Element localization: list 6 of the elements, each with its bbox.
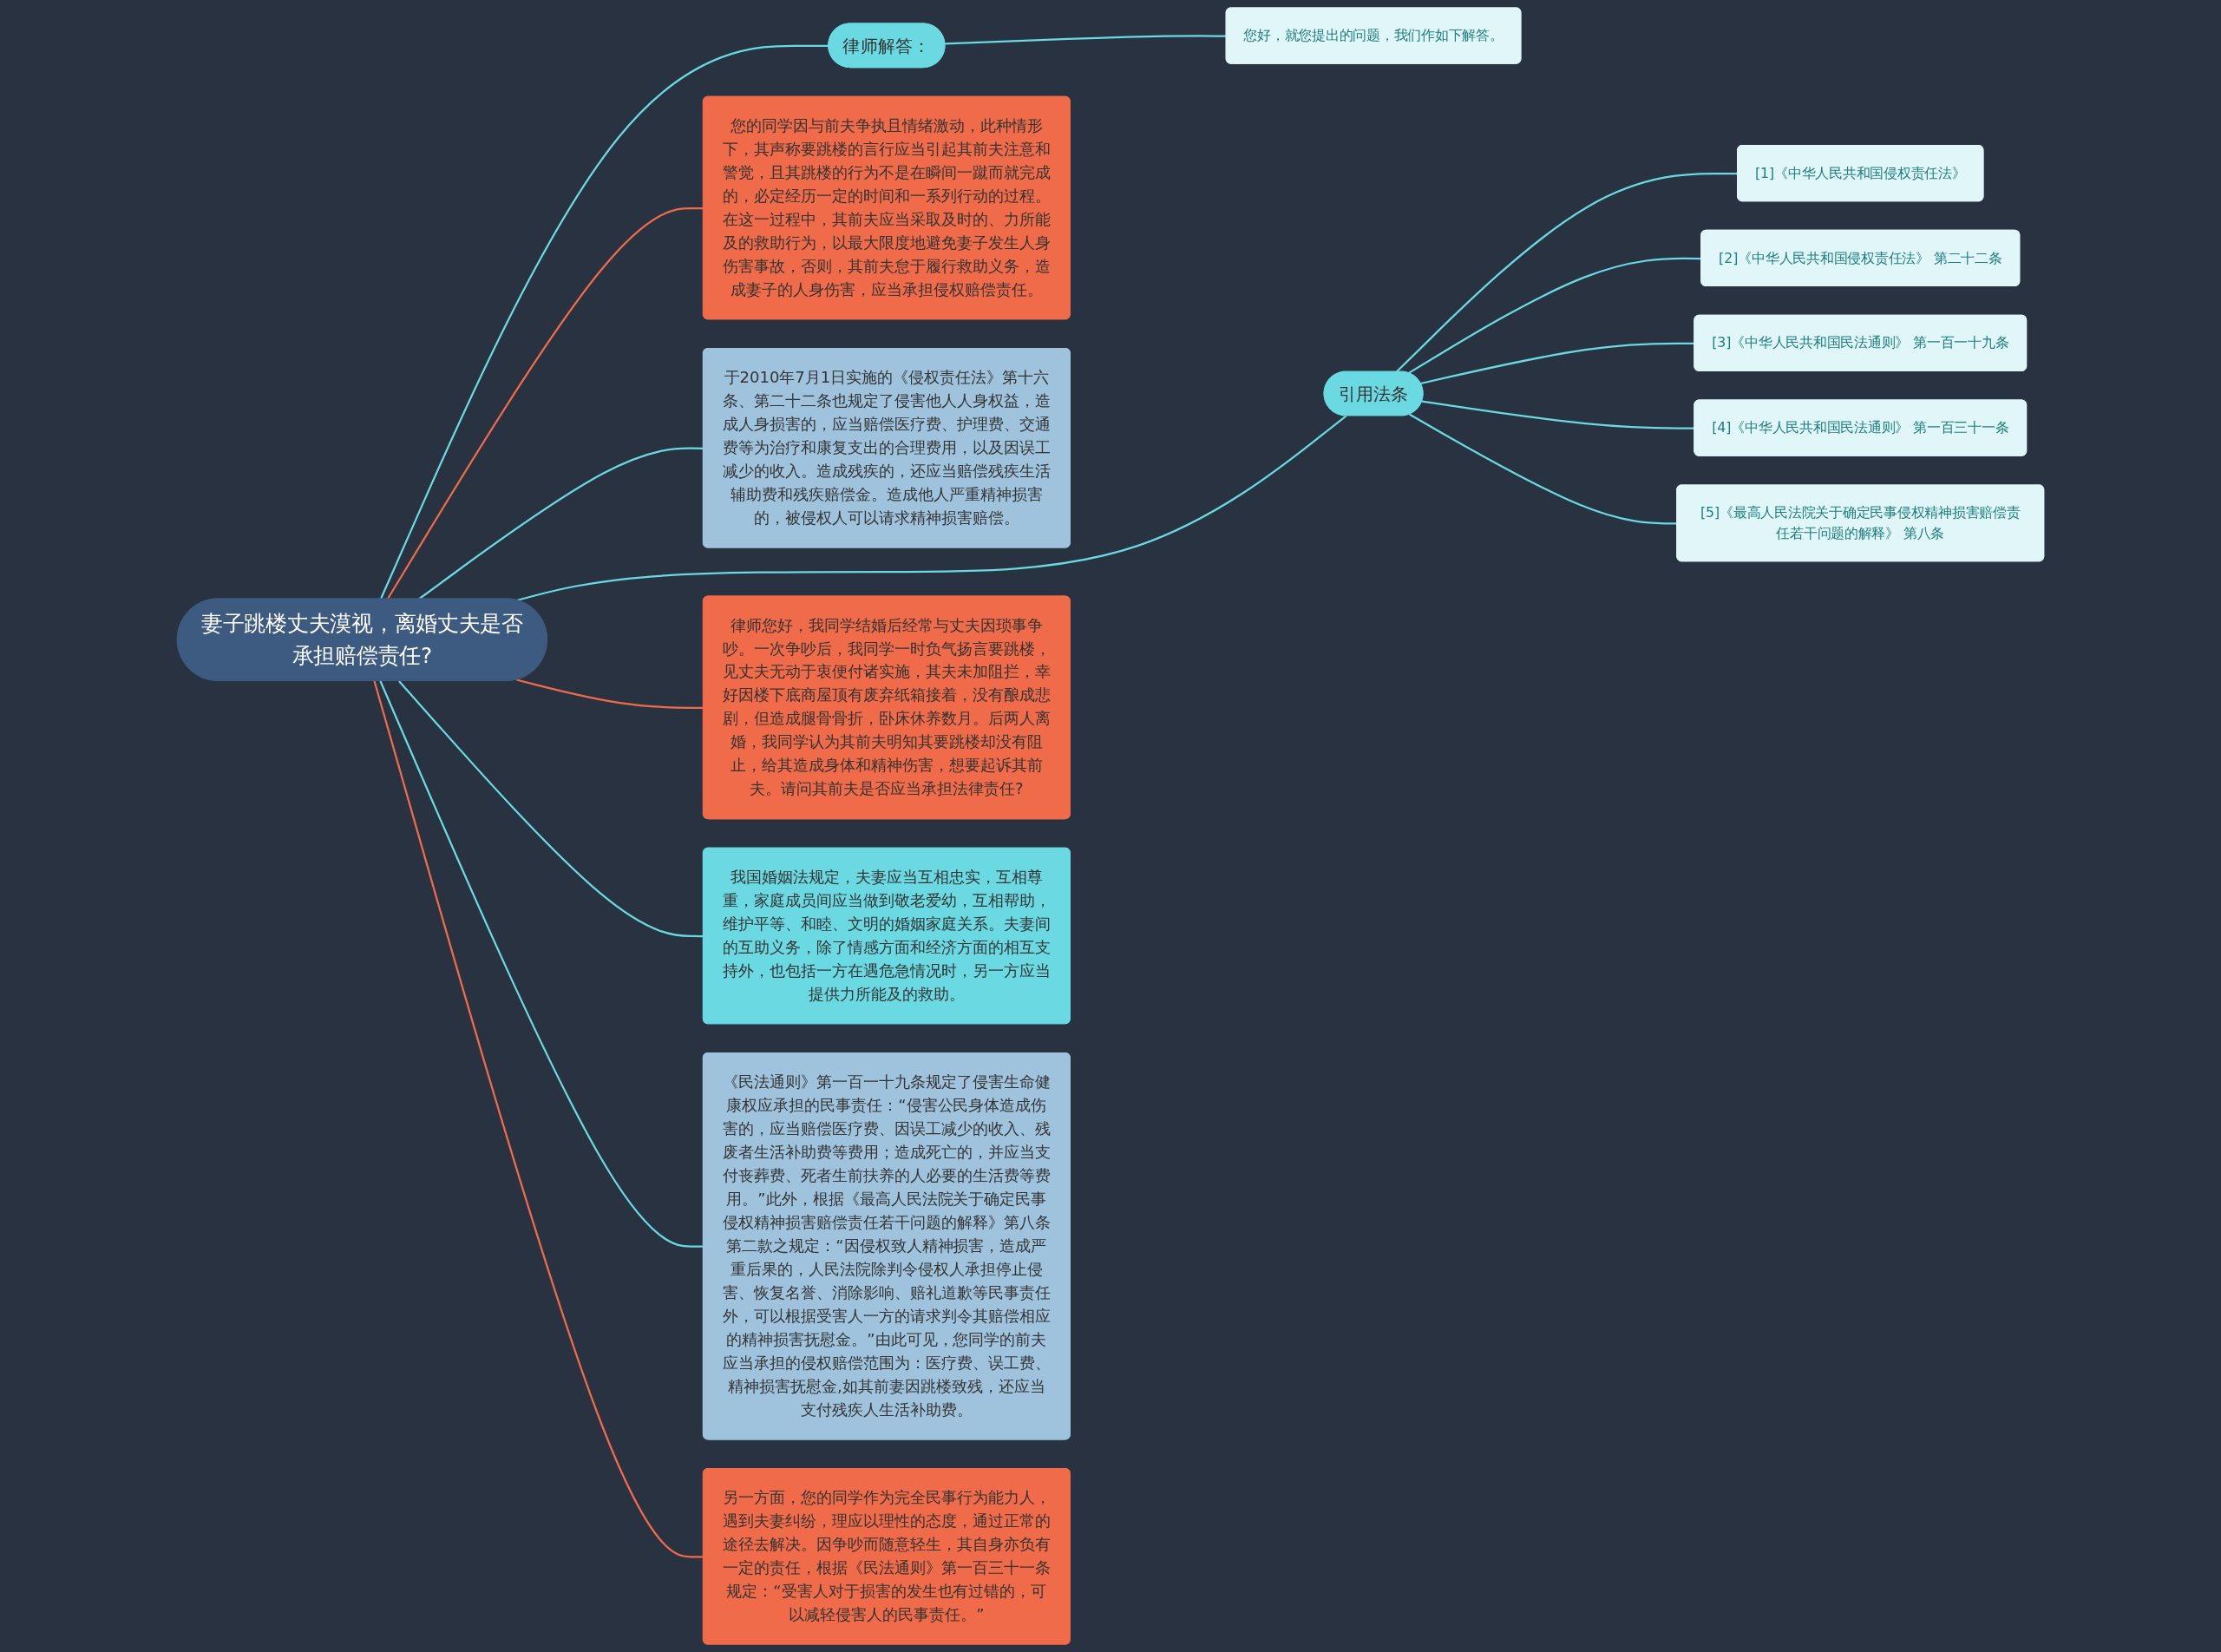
connector (945, 35, 1227, 45)
connector (398, 680, 704, 938)
connector (373, 680, 704, 1558)
connector (379, 680, 704, 1248)
connector (516, 415, 1347, 602)
connector (516, 678, 704, 710)
